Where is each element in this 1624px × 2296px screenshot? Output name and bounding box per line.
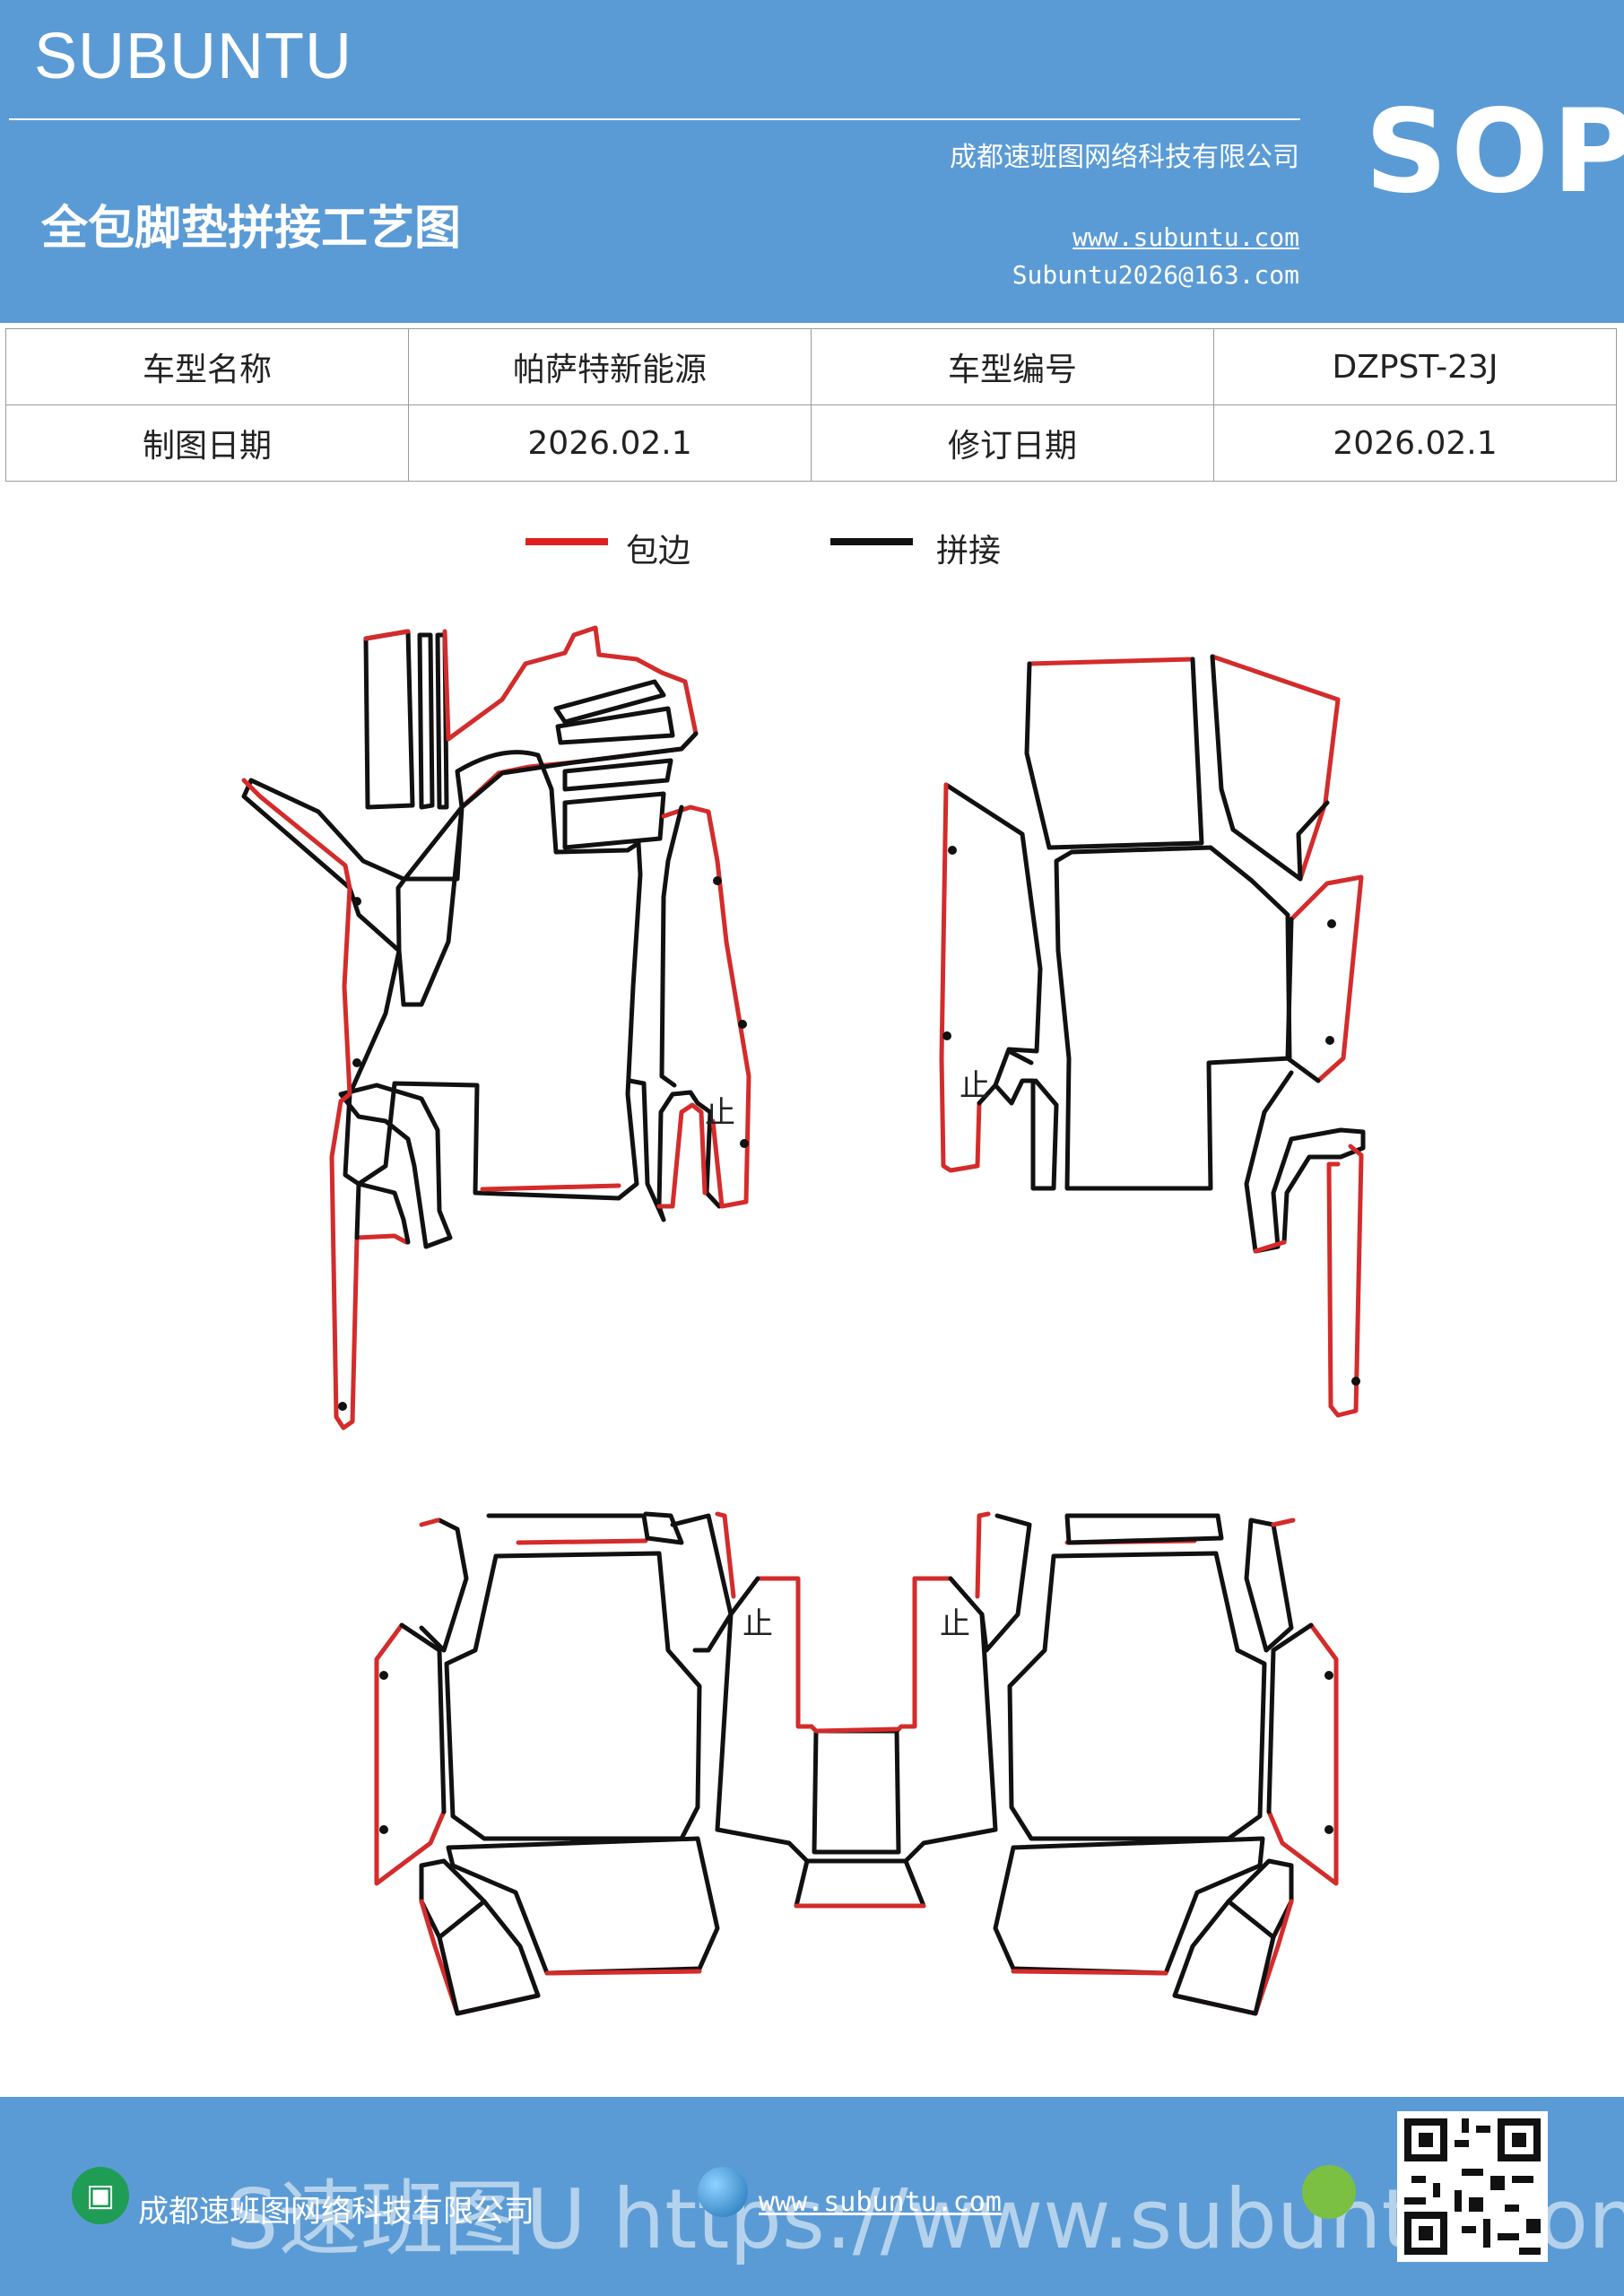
table-cell: 帕萨特新能源 [408, 328, 812, 405]
header-divider [9, 118, 1300, 120]
company-name: 成都速班图网络科技有限公司 [950, 142, 1299, 173]
building-icon: ▣ [72, 2167, 129, 2224]
footer-company-name: 成都速班图网络科技有限公司 [138, 2194, 534, 2230]
legend-edge-label: 包边 [626, 533, 691, 570]
wechat-icon [1302, 2165, 1356, 2219]
stop-mark: 止 [705, 1095, 735, 1131]
brand-name: SUBUNTU [34, 21, 353, 92]
email-address[interactable]: Subuntu2026@163.com [1012, 260, 1299, 290]
stop-mark: 止 [743, 1606, 773, 1642]
table-cell: 制图日期 [5, 404, 409, 482]
legend: 包边 拼接 [0, 525, 1624, 578]
table-cell: 2026.02.1 [1213, 404, 1617, 482]
table-cell: 车型编号 [811, 328, 1214, 405]
front-left-mat: 止 [241, 625, 751, 1431]
sop-badge: SOP [1365, 85, 1624, 219]
website-link[interactable]: www.subuntu.com [1073, 222, 1299, 252]
rear-mats: 止 止 [374, 1511, 1339, 2016]
table-cell: 2026.02.1 [408, 404, 812, 482]
table-cell: 车型名称 [5, 328, 409, 405]
footer-website-link[interactable]: www.subuntu.com [759, 2187, 1002, 2218]
vehicle-info-table: 车型名称 帕萨特新能源 车型编号 DZPST-23J 制图日期 2026.02.… [5, 328, 1617, 482]
header-banner: SUBUNTU 全包脚垫拼接工艺图 成都速班图网络科技有限公司 www.subu… [0, 0, 1624, 323]
legend-seam-swatch [830, 538, 913, 545]
table-row: 制图日期 2026.02.1 修订日期 2026.02.1 [5, 404, 1617, 482]
footer-watermark: S速班图U https://www.subuntu.com [226, 2171, 1624, 2267]
table-cell: 修订日期 [811, 404, 1214, 482]
table-row: 车型名称 帕萨特新能源 车型编号 DZPST-23J [5, 328, 1617, 405]
mat-splicing-diagram: 止 止 [241, 625, 1366, 2016]
document-title: 全包脚垫拼接工艺图 [41, 202, 462, 256]
table-cell: DZPST-23J [1213, 328, 1617, 405]
legend-edge-swatch [525, 538, 608, 545]
footer-banner: S速班图U https://www.subuntu.com ▣ 成都速班图网络科… [0, 2097, 1624, 2296]
stop-mark: 止 [940, 1606, 970, 1642]
globe-icon [698, 2167, 748, 2217]
qr-code [1397, 2111, 1548, 2262]
legend-seam-label: 拼接 [936, 533, 1002, 570]
stop-mark: 止 [960, 1068, 990, 1104]
front-right-mat: 止 [939, 654, 1366, 1418]
